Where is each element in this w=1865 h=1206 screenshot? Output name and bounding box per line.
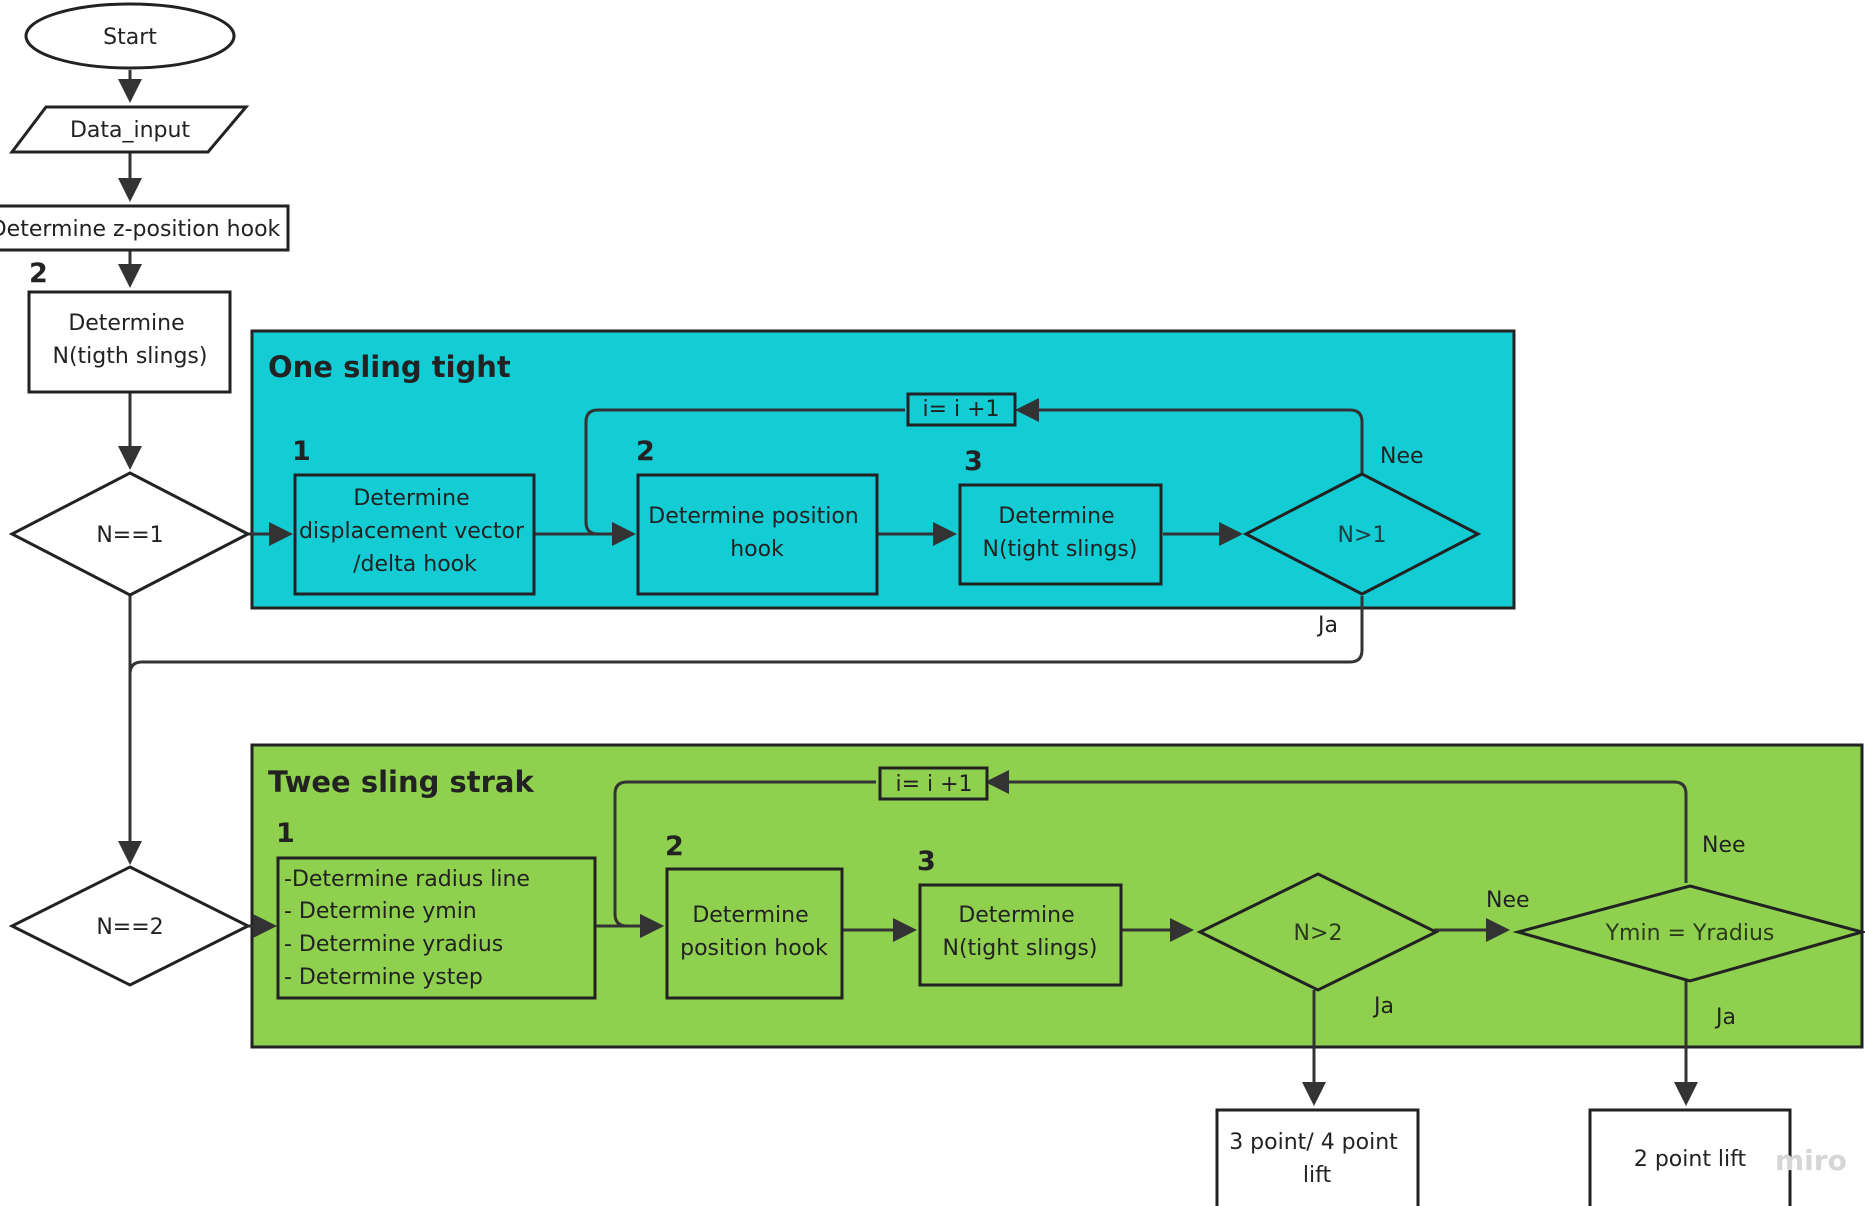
miro-watermark: miro xyxy=(1775,1144,1847,1177)
position-hook-label-two: Determine position hook xyxy=(680,903,828,961)
ymin-yradius-label: Ymin = Yradius xyxy=(1605,921,1775,946)
displacement-node xyxy=(293,473,536,596)
edge-label-ja-ymin: Ja xyxy=(1714,1005,1736,1030)
two-point-node xyxy=(1588,1108,1792,1206)
ymin-yradius-decision xyxy=(1512,884,1865,983)
step-number-two-2: 2 xyxy=(665,831,684,862)
start-node xyxy=(24,2,236,70)
edge-decision-ja xyxy=(128,596,1364,675)
three-four-point-label: 3 point/ 4 point lift xyxy=(1229,1130,1405,1188)
n-gt-2-decision xyxy=(1196,872,1440,992)
z-position-label: Determine z-position hook xyxy=(0,217,281,242)
n-tight-label-one: Determine N(tight slings) xyxy=(983,504,1138,562)
edge-label-nee-n2: Nee xyxy=(1486,888,1530,913)
group-one-sling-tight xyxy=(250,329,1516,610)
n-tigth-node xyxy=(27,290,232,394)
group-one-sling-title: One sling tight xyxy=(268,350,511,384)
edge-label-ja-one: Ja xyxy=(1316,613,1338,638)
n-eq-2-decision xyxy=(8,865,252,987)
n-tigth-label: Determine N(tigth slings) xyxy=(53,311,208,369)
position-hook-node xyxy=(636,473,879,596)
position-hook-node-two xyxy=(665,867,844,1000)
position-hook-label: Determine position hook xyxy=(648,504,865,562)
increment-label-two: i= i +1 xyxy=(895,772,972,797)
radius-list-label: -Determine radius line - Determine ymin … xyxy=(284,867,537,990)
group-twee-sling-title: Twee sling strak xyxy=(268,765,534,799)
edge-increment2-back xyxy=(613,780,876,938)
n-eq-2-label: N==2 xyxy=(96,915,163,940)
edge-ymin-nee-loop xyxy=(985,770,1688,883)
step-number-top: 2 xyxy=(29,258,48,289)
n-gt-1-label: N>1 xyxy=(1338,523,1387,548)
step-number-one-2: 2 xyxy=(636,436,655,467)
data-input-node xyxy=(8,105,250,154)
two-point-label: 2 point lift xyxy=(1634,1147,1747,1172)
increment-label-one: i= i +1 xyxy=(922,397,999,422)
radius-list-node xyxy=(276,856,597,1000)
step-number-one-1: 1 xyxy=(292,436,311,467)
n-tight-node-one xyxy=(958,483,1163,586)
step-number-two-3: 3 xyxy=(917,846,936,877)
step-number-two-1: 1 xyxy=(276,818,295,849)
three-four-point-node xyxy=(1215,1108,1420,1206)
n-eq-1-decision xyxy=(8,471,252,597)
edge-decision-nee-loop xyxy=(1015,398,1364,474)
increment-node-one xyxy=(906,392,1017,427)
n-gt-1-decision xyxy=(1242,472,1482,596)
n-tight-node-two xyxy=(918,883,1123,987)
n-gt-2-label: N>2 xyxy=(1294,921,1343,946)
step-number-one-3: 3 xyxy=(964,446,983,477)
displacement-label: Determine displacement vector /delta hoo… xyxy=(299,486,531,577)
edge-increment-back xyxy=(584,408,905,536)
n-tight-label-two: Determine N(tight slings) xyxy=(943,903,1098,961)
edge-label-ja-n2: Ja xyxy=(1372,994,1394,1019)
edge-label-nee-ymin: Nee xyxy=(1702,833,1746,858)
n-eq-1-label: N==1 xyxy=(96,523,163,548)
z-position-node xyxy=(0,204,290,252)
edge-label-nee-one: Nee xyxy=(1380,444,1424,469)
increment-node-two xyxy=(878,766,989,801)
start-label: Start xyxy=(103,25,157,50)
data-input-label: Data_input xyxy=(70,118,190,143)
